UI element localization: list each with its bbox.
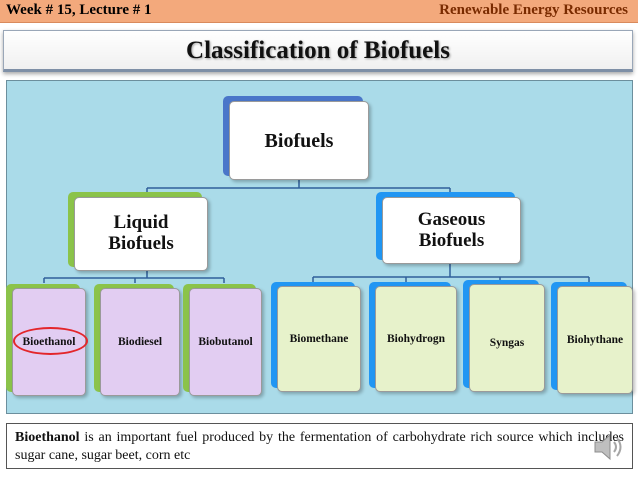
note-term: Bioethanol: [15, 430, 80, 445]
node-root: Biofuels: [223, 96, 369, 180]
node-root-label: Biofuels: [229, 101, 369, 180]
leaf-biobutanol: Biobutanol: [183, 284, 262, 396]
slide-title: Classification of Biofuels: [186, 37, 450, 64]
note-box: Bioethanol is an important fuel produced…: [6, 423, 633, 469]
leaf-biobutanol-label: Biobutanol: [189, 288, 262, 396]
speaker-icon[interactable]: [592, 431, 626, 463]
leaf-biomethane: Biomethane: [271, 282, 361, 392]
leaf-biodiesel-label: Biodiesel: [100, 288, 180, 396]
leaf-biohydrogn: Biohydrogn: [369, 282, 457, 392]
leaf-biohythane-label: Biohythane: [557, 286, 633, 394]
leaf-biodiesel: Biodiesel: [94, 284, 180, 396]
header-bar: Week # 15, Lecture # 1 Renewable Energy …: [0, 0, 638, 23]
connector-liquid: [43, 270, 225, 283]
connector-lines: [43, 175, 590, 283]
connector-gaseous: [312, 263, 590, 283]
highlight-circle: [13, 327, 88, 355]
note-text: is an important fuel produced by the fer…: [15, 430, 624, 463]
leaf-biohydrogn-label: Biohydrogn: [375, 286, 457, 392]
connector-root: [146, 175, 451, 193]
week-lecture-label: Week # 15, Lecture # 1: [6, 2, 152, 18]
leaf-syngas-label: Syngas: [469, 284, 545, 392]
leaf-syngas: Syngas: [463, 280, 545, 392]
course-label: Renewable Energy Resources: [439, 2, 628, 18]
leaf-biohythane: Biohythane: [551, 282, 633, 394]
slide-title-box: Classification of Biofuels: [3, 30, 633, 72]
leaf-biomethane-label: Biomethane: [277, 286, 361, 392]
